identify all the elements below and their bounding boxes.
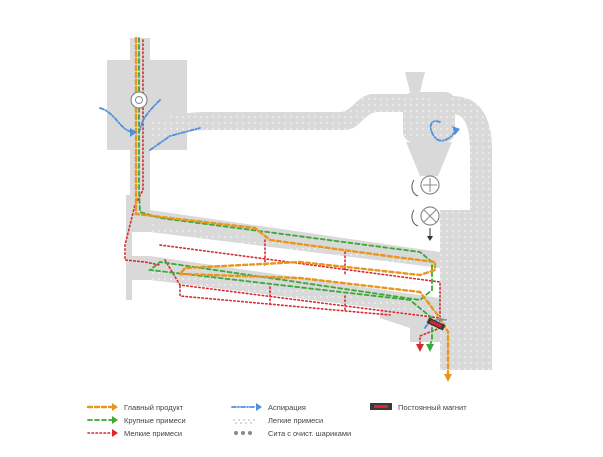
legend-magnet-swatch [370,403,392,410]
legend-light-impurities-swatch [233,419,255,424]
legend-fine-arrow [112,429,118,437]
legend-symbols [86,403,392,437]
fan-icon [420,175,440,195]
permanent-magnet-icon [426,317,446,331]
legend-coarse-arrow [112,416,118,424]
coarse-impurities-path [138,37,433,346]
legend-aspiration-arrow [256,403,262,411]
fine-arrowhead [416,344,424,352]
legend-ball-sieve-swatch [234,431,252,435]
cyclone-hopper [405,72,425,92]
inlet-tower [130,38,150,198]
aspiration-arrowhead-right [452,126,460,135]
light-impurities-areas [150,94,492,370]
aspiration-path [99,99,457,329]
rotary-valve-icon [130,91,148,109]
flow-arrowheads [130,126,460,382]
main-product-arrowhead [444,374,452,382]
fan-icon [420,206,440,226]
rotation-arrow-icon [411,179,433,241]
coarse-arrowhead [426,344,434,352]
main-product-path [134,36,450,377]
cyclone-cone [406,142,452,176]
flow-lines [99,36,457,377]
aspiration-arrowhead [130,128,137,137]
inlet-hopper-left [107,60,130,150]
legend-main-product-arrow [112,403,118,411]
